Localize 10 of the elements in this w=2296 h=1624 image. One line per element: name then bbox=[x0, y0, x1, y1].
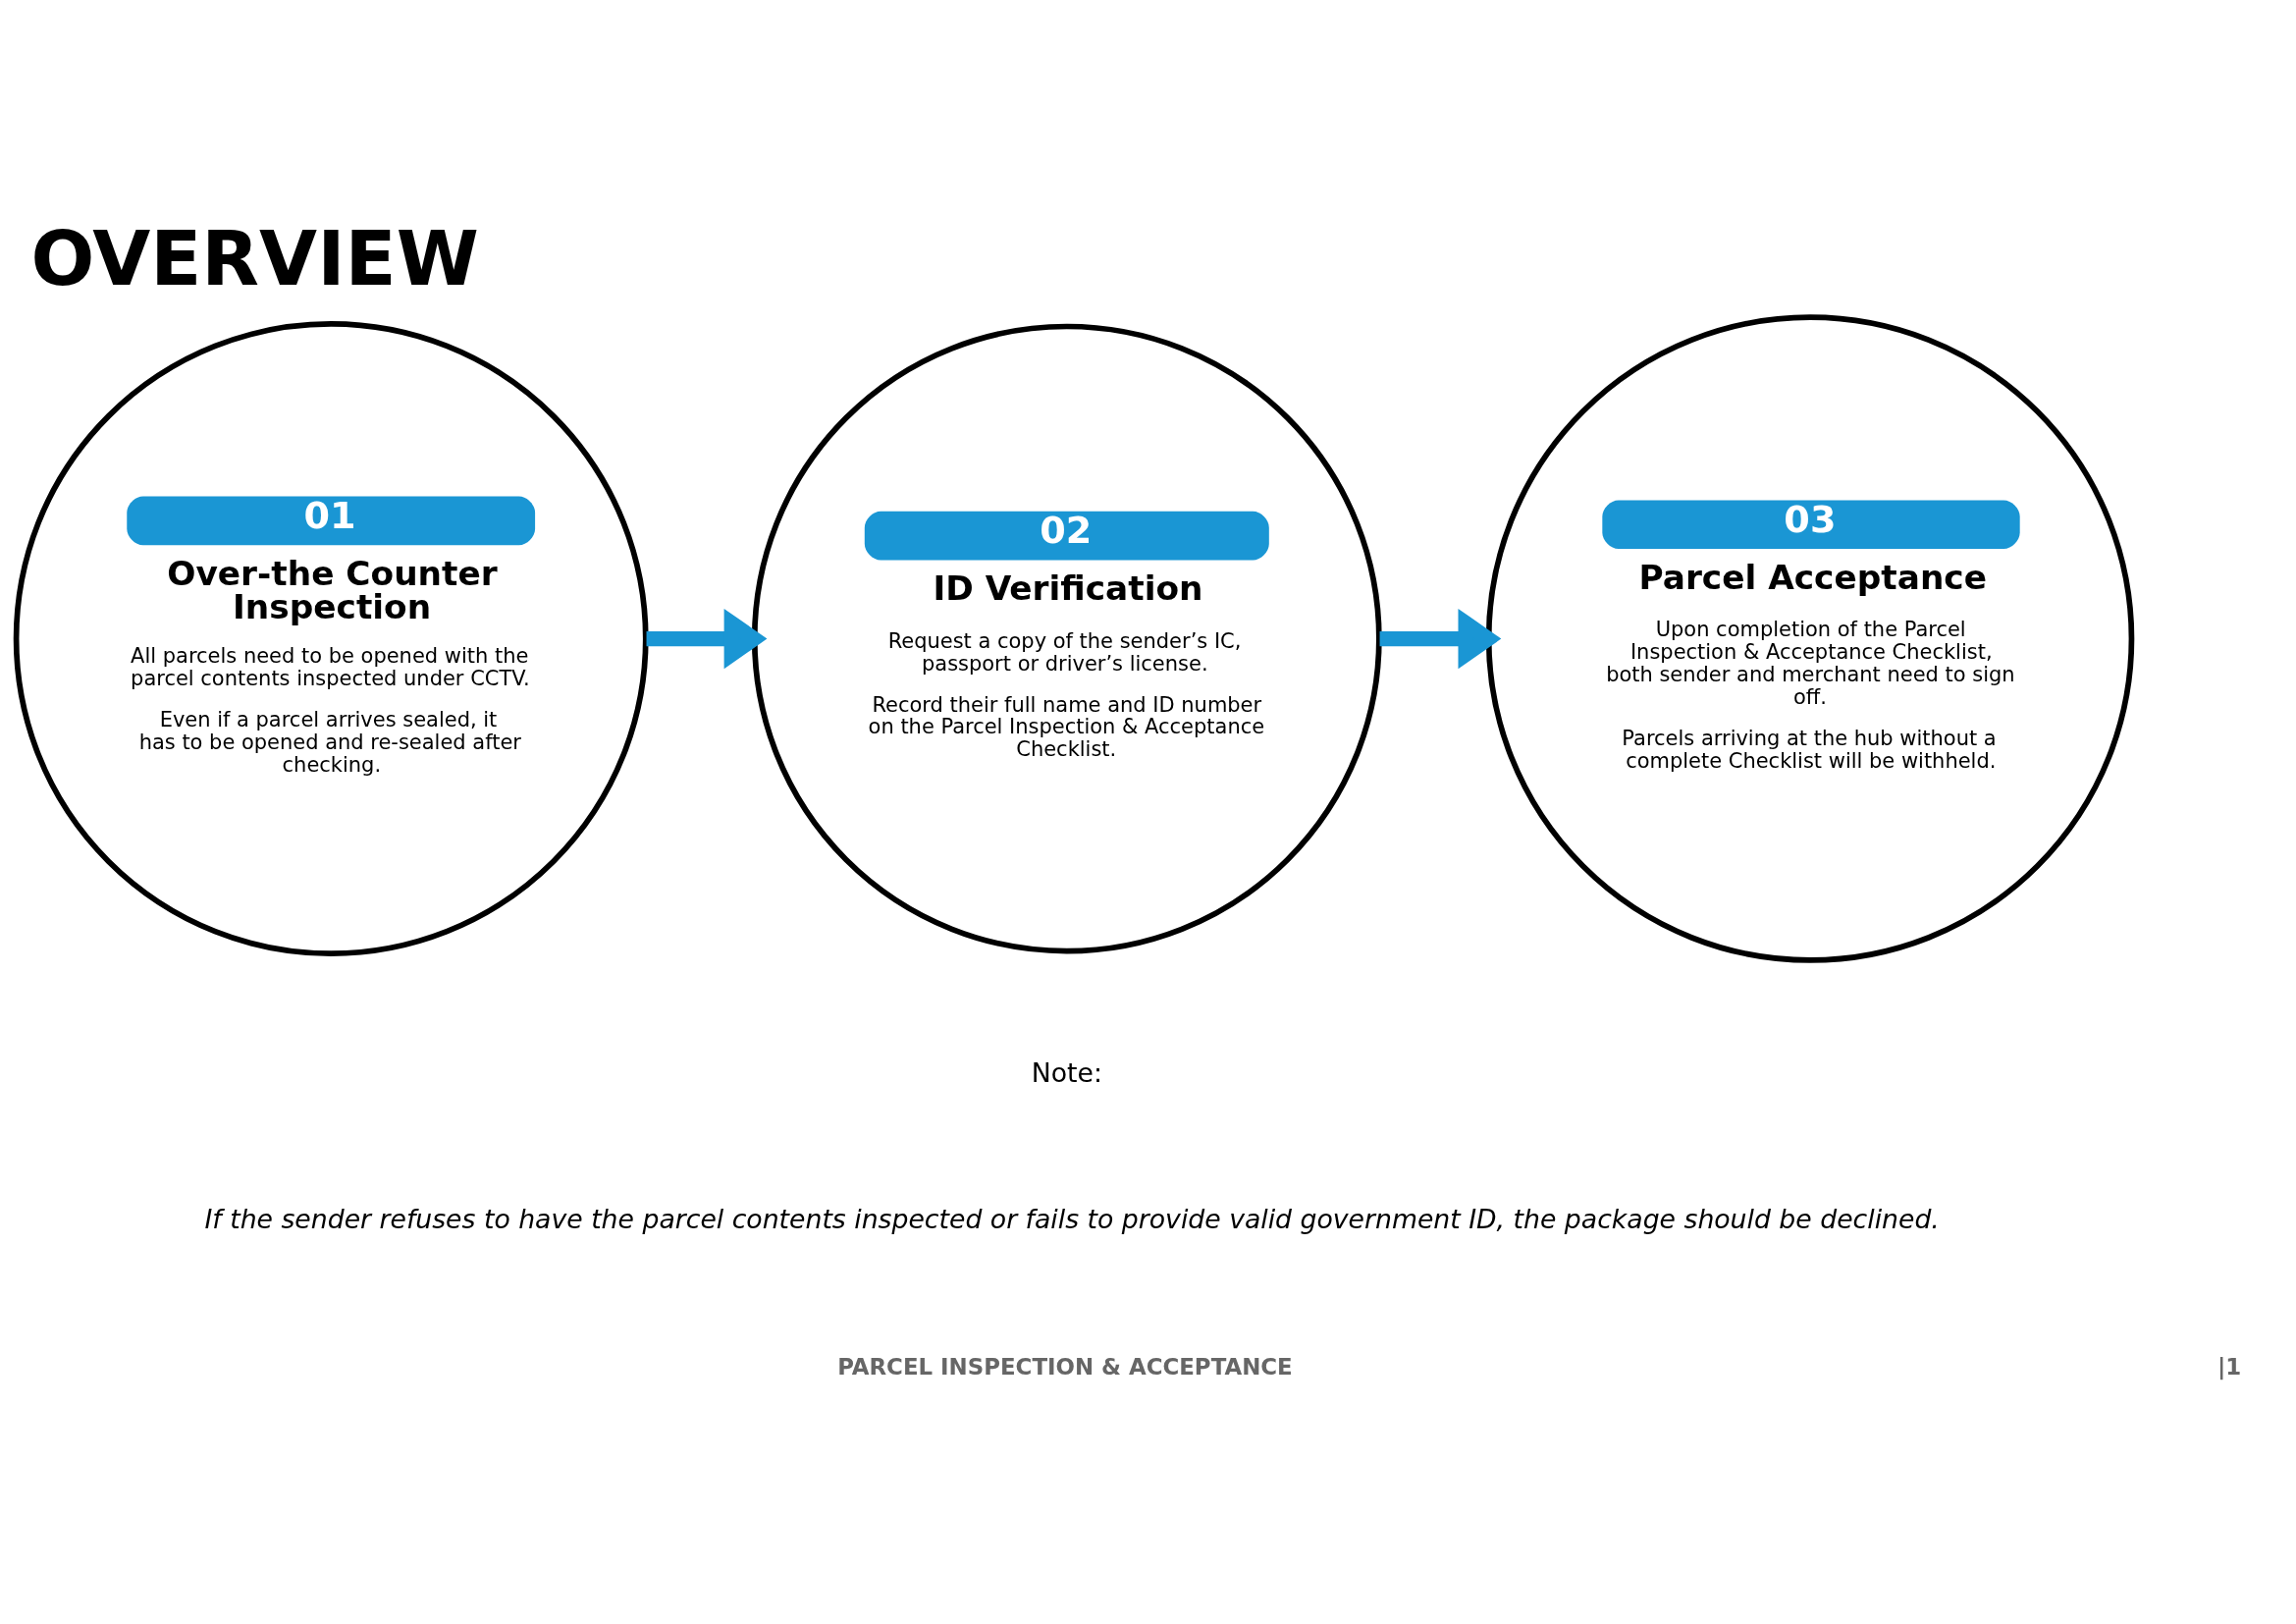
arrow bbox=[1379, 608, 1502, 670]
label: If the sender refuses to have the parcel contents inspected or fails to provide valid government ID, the package should be declined. bbox=[204, 1203, 1940, 1234]
arrow bbox=[646, 608, 768, 670]
label: Note: bbox=[1031, 1056, 1102, 1088]
node-circle: 03 Parcel Acceptance Upon completion of the Parcel Inspection & Acceptance Checklist, both sender and merchant need to sign off. Parcels arriving at the hub without a complete Checklist will be withheld. bbox=[1485, 314, 2135, 963]
label: PARCEL INSPECTION & ACCEPTANCE bbox=[837, 1354, 1293, 1380]
diagram-title: OVERVIEW bbox=[30, 215, 479, 303]
node-circle: 02 ID Verification Request a copy of the sender’s IC, passport or driver’s license. Record their full name and ID number on the Parcel Inspection & Acceptance Checklist. bbox=[751, 323, 1382, 954]
label: |1 bbox=[2216, 1354, 2242, 1380]
node-circle: 01 Over-the Counter Inspection All parcels need to be opened with the parcel contents inspected under CCTV. Even if a parcel arrives sealed, it has to be opened and re-sealed after checking. bbox=[13, 321, 649, 956]
